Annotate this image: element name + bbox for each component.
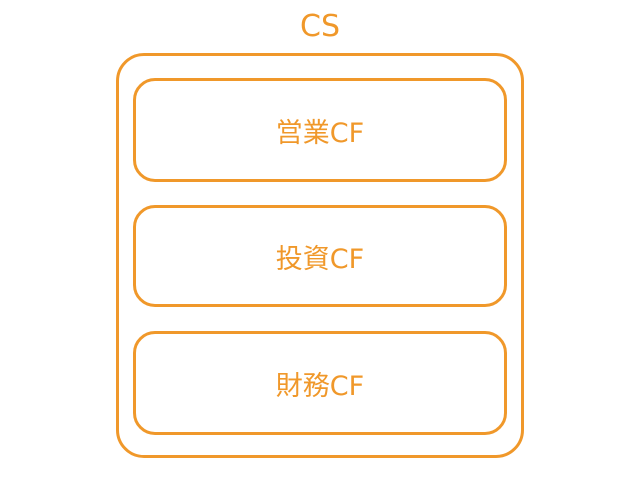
operating-cf-label: 営業CF <box>275 117 365 149</box>
financing-cf-label: 財務CF <box>275 370 365 402</box>
operating-cf-box: 営業CF <box>133 78 507 182</box>
investing-cf-box: 投資CF <box>133 205 507 307</box>
cs-container-box <box>116 53 524 458</box>
diagram-title: CS <box>300 9 340 44</box>
financing-cf-box: 財務CF <box>133 331 507 435</box>
investing-cf-label: 投資CF <box>275 243 365 275</box>
